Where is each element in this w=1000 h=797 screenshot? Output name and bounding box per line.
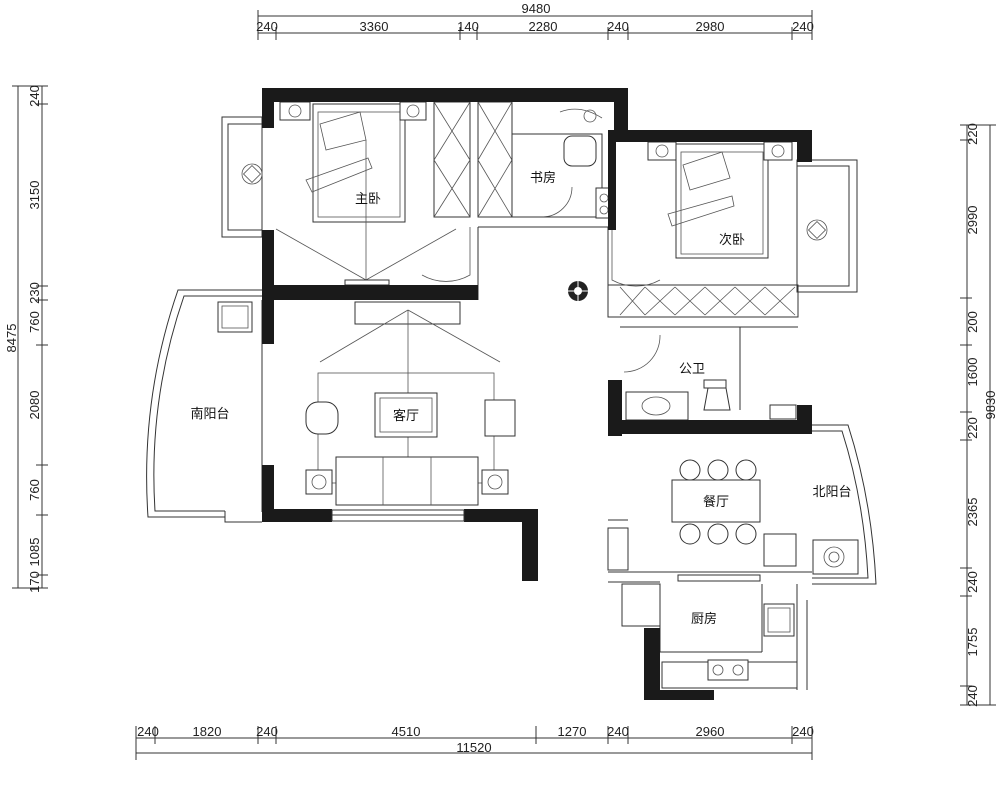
right-dim-8: 1755 [965,628,980,657]
living-room: 客厅 [305,301,516,506]
second-bedroom-label: 次卧 [719,232,745,248]
left-dim-4: 760 [27,311,42,333]
left-dim-6: 760 [27,479,42,501]
right-dimension-chain: 220 2990 200 1600 220 9830 2365 240 1755… [960,123,998,707]
right-dim-2: 2990 [965,206,980,235]
right-total-dim: 9830 [983,391,998,420]
bottom-dim-5: 1270 [558,724,587,739]
top-dim-1: 240 [256,19,278,34]
structural-walls [262,88,812,700]
left-dim-5: 2080 [27,391,42,420]
bathroom-label: 公卫 [679,362,705,377]
south-balcony-label: 南阳台 [190,406,229,422]
top-total-dim: 9480 [522,1,551,16]
bottom-total-dim: 11520 [456,740,491,755]
bottom-dim-4: 4510 [392,724,421,739]
interior-partitions [477,226,812,690]
left-dim-7: 1085 [27,538,42,567]
top-dim-3: 140 [457,19,479,34]
top-dim-5: 240 [607,19,629,34]
left-dimension-chain: 8475 240 3150 230 760 2080 760 1085 170 [4,85,48,593]
study-label: 书房 [530,170,556,186]
left-dim-1: 240 [27,85,42,107]
right-dim-4: 1600 [965,358,980,387]
top-dim-6: 2980 [696,19,725,34]
south-balcony: 南阳台 [146,289,263,523]
dining-label: 餐厅 [703,494,729,510]
master-bedroom: 主卧 [275,101,457,286]
top-dim-2: 3360 [360,19,389,34]
living-room-label: 客厅 [393,408,419,424]
left-dim-3: 230 [27,282,42,304]
right-dim-9: 240 [965,685,980,707]
bottom-dim-2: 1820 [193,724,222,739]
second-bedroom: 次卧 [647,141,793,259]
top-dim-4: 2280 [529,19,558,34]
bottom-dim-1: 240 [137,724,159,739]
bottom-dim-3: 240 [256,724,278,739]
master-bedroom-label: 主卧 [355,192,381,207]
bottom-dimension-chain: 240 1820 240 4510 1270 240 2960 240 1152… [135,724,814,760]
plant-icon [568,281,588,301]
wardrobes [433,101,796,316]
dining: 餐厅 [671,459,797,567]
right-dim-5: 220 [965,417,980,439]
study: 书房 [511,108,613,219]
north-balcony-label: 北阳台 [812,485,851,500]
left-dim-8: 170 [27,571,42,593]
top-dim-7: 240 [792,19,814,34]
right-dim-7: 240 [965,571,980,593]
left-dim-2: 3150 [27,181,42,210]
top-dimension-chain: 9480 240 3360 140 2280 240 2980 240 [256,1,814,40]
right-dim-3: 200 [965,311,980,333]
bottom-dim-7: 2960 [696,724,725,739]
kitchen-label: 厨房 [691,611,717,627]
right-dim-6: 2365 [965,498,980,527]
master-bay-window [221,116,263,238]
second-bay-window [796,159,858,293]
bottom-dim-8: 240 [792,724,814,739]
north-balcony: 北阳台 [812,424,877,585]
left-total-dim: 8475 [4,324,19,353]
bathroom: 公卫 [625,362,797,421]
kitchen: 厨房 [691,603,795,681]
right-dim-1: 220 [965,123,980,145]
bottom-dim-6: 240 [607,724,629,739]
